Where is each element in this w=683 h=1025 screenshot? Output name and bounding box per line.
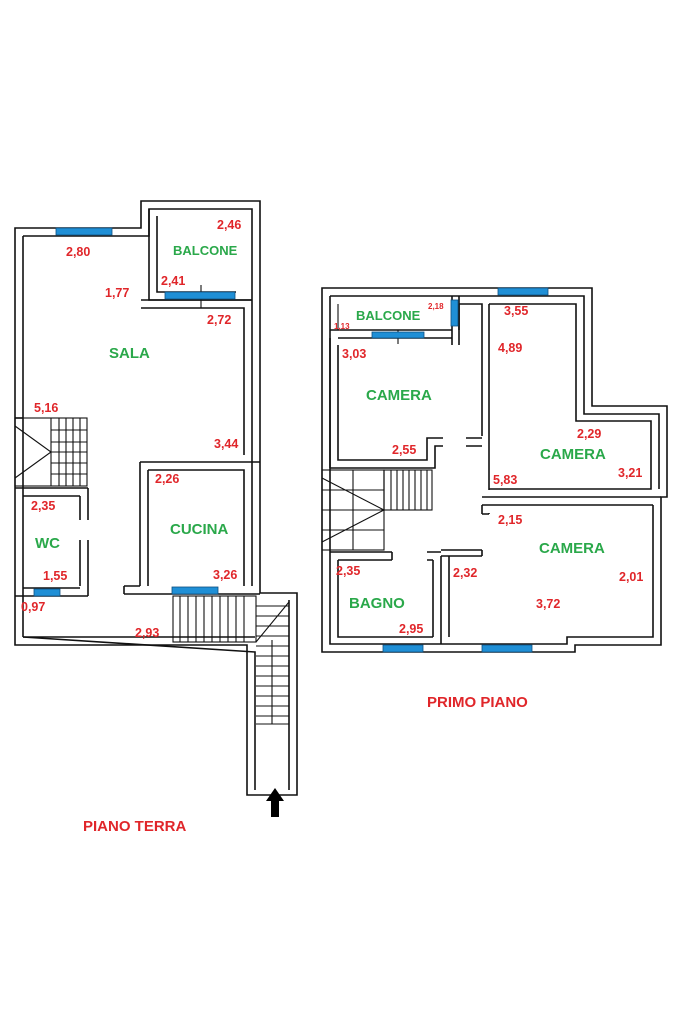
dimension-label: 2,01: [619, 570, 643, 584]
room-label-camera-1: CAMERA: [366, 387, 432, 404]
bagno-walls: [330, 551, 441, 638]
dimension-label: 2,32: [453, 566, 477, 580]
room-label-bagno: BAGNO: [349, 595, 405, 612]
dimension-label: 3,44: [214, 437, 238, 451]
window-balcone-primo: [371, 331, 425, 339]
room-label-cucina: CUCINA: [170, 521, 228, 538]
piano-terra-plan: SALA BALCONE CUCINA WC 2,80 2,46 2,41 1,…: [14, 200, 298, 835]
primo-piano-stairs: [321, 469, 433, 551]
camera-1-walls: [329, 338, 443, 469]
dimension-label: 0,97: [21, 600, 45, 614]
window-balcone-terra: [164, 291, 236, 300]
dimension-label: 3,21: [618, 466, 642, 480]
primo-piano-inner-wall: [329, 295, 660, 645]
dimension-label: 2,95: [399, 622, 423, 636]
window-bagno: [382, 644, 424, 653]
dimension-label: 3,26: [213, 568, 237, 582]
camera-2-walls: [482, 303, 661, 498]
window-camera-2: [497, 287, 549, 296]
piano-terra-inner-wall: [22, 208, 290, 790]
window-camera-3: [481, 644, 533, 653]
dimension-label: 2,15: [498, 513, 522, 527]
dimension-label: 2,18: [428, 302, 444, 311]
partition-camera-2-left: [451, 303, 490, 490]
room-label-camera-2: CAMERA: [540, 446, 606, 463]
dimension-label: 3,72: [536, 597, 560, 611]
dimension-label: 1,77: [105, 286, 129, 300]
dimension-label: 2,35: [336, 564, 360, 578]
dimension-label: 2,93: [135, 626, 159, 640]
piano-terra-outer-wall: [14, 200, 298, 796]
window-balcone-side: [450, 299, 459, 327]
floor-label-primo-piano: PRIMO PIANO: [427, 694, 528, 711]
piano-terra-stairs-entrance: [172, 595, 290, 725]
room-label-balcone-terra: BALCONE: [173, 243, 238, 258]
dimension-label: 2,26: [155, 472, 179, 486]
dimension-label: 5,83: [493, 473, 517, 487]
dimension-label: 2,72: [207, 313, 231, 327]
camera-3-walls: [481, 504, 653, 515]
dimension-label: 2,55: [392, 443, 416, 457]
camera-3-left-walls: [440, 549, 483, 644]
sala-right-wall: [141, 299, 252, 455]
floor-label-piano-terra: PIANO TERRA: [83, 818, 187, 835]
dimension-label: 2,29: [577, 427, 601, 441]
dimension-label: 3,03: [342, 347, 366, 361]
room-label-camera-3: CAMERA: [539, 540, 605, 557]
dimension-label: 2,35: [31, 499, 55, 513]
dimension-label: 2,41: [161, 274, 185, 288]
dimension-label: 1,55: [43, 569, 67, 583]
wc-walls: [15, 487, 89, 597]
piano-terra-stairs-left: [14, 417, 88, 487]
room-label-wc: WC: [35, 535, 60, 552]
window-sala: [55, 227, 113, 236]
room-label-sala: SALA: [109, 345, 150, 362]
dimension-label: 4,89: [498, 341, 522, 355]
dimension-label: 5,16: [34, 401, 58, 415]
primo-piano-plan: BALCONE CAMERA CAMERA CAMERA BAGNO 2,18 …: [321, 287, 668, 711]
window-cucina: [171, 586, 219, 595]
window-wc: [33, 588, 61, 597]
dimension-label: 3,55: [504, 304, 528, 318]
dimension-label: 1,13: [334, 322, 350, 331]
dimension-label: 2,46: [217, 218, 241, 232]
dimension-label: 2,80: [66, 245, 90, 259]
up-arrow-icon: [266, 788, 284, 817]
room-label-balcone-primo: BALCONE: [356, 308, 421, 323]
cucina-walls: [123, 461, 260, 595]
